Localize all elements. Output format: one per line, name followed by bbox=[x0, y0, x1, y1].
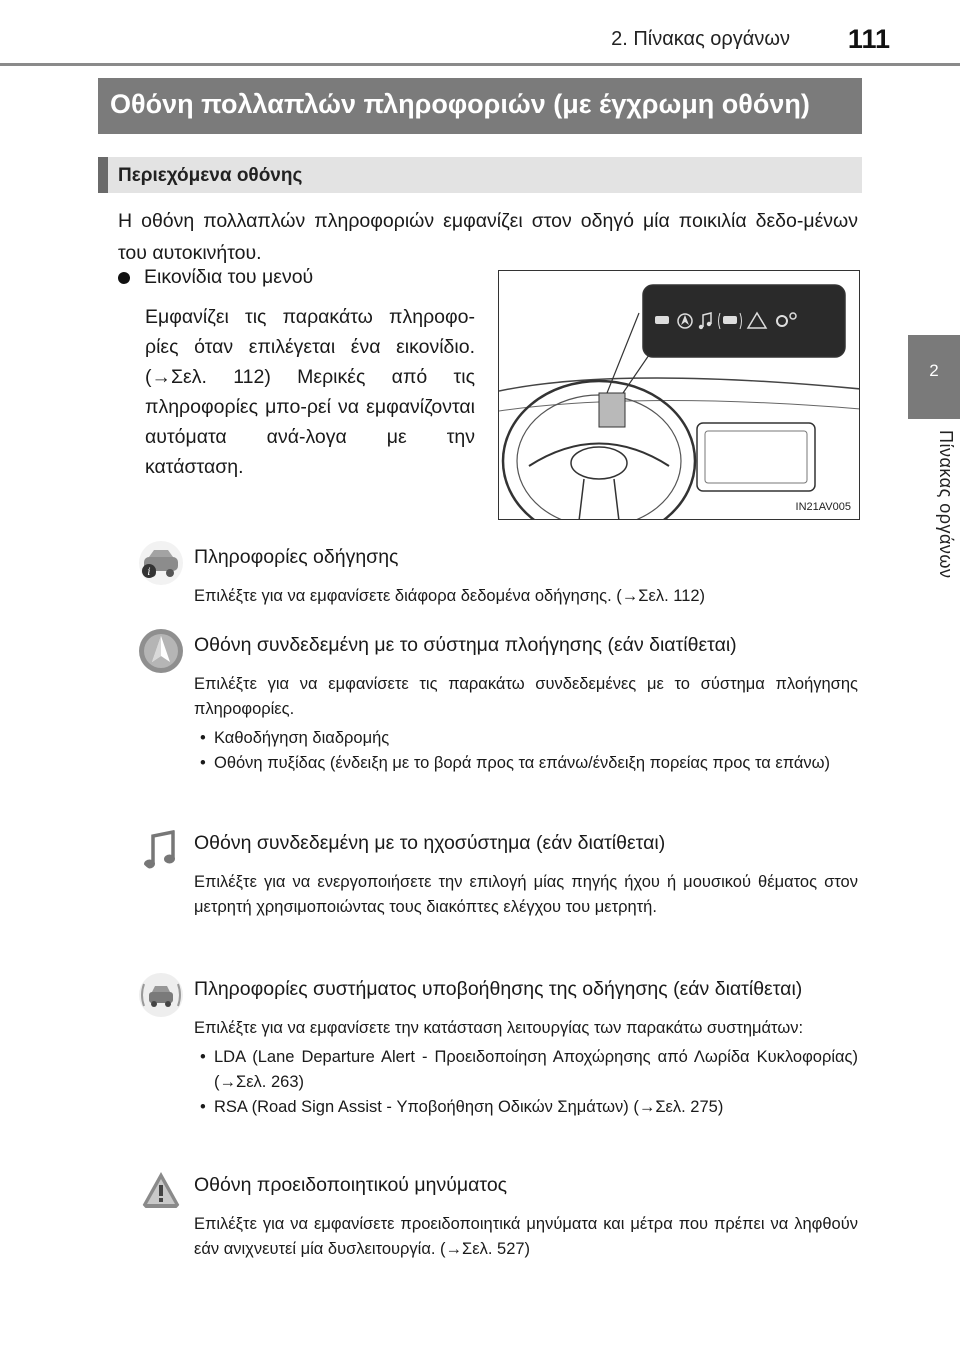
section-heading: Περιεχόμενα οθόνης bbox=[118, 165, 303, 186]
navigation-icon bbox=[139, 629, 183, 673]
driving-info-icon: i bbox=[139, 541, 183, 585]
item-driving-info-desc: Επιλέξτε για να εμφανίσετε διάφορα δεδομ… bbox=[194, 584, 858, 609]
item-driving-assist-list: LDA (Lane Departure Alert - Προειδοποίησ… bbox=[194, 1045, 858, 1120]
item-desc-text: Επιλέξτε για να εμφανίσετε τις παρακάτω … bbox=[194, 675, 858, 718]
page-number: 111 bbox=[847, 24, 890, 54]
section-heading-band: Περιεχόμενα οθόνης bbox=[98, 157, 862, 193]
item-audio-desc: Επιλέξτε για να ενεργοποιήσετε την επιλο… bbox=[194, 870, 858, 920]
warning-icon bbox=[141, 1172, 181, 1208]
item-warning-desc: Επιλέξτε για να εμφανίσετε προειδοποιητι… bbox=[194, 1212, 858, 1262]
dashboard-illustration: IN21AV005 bbox=[498, 270, 860, 520]
illustration-code: IN21AV005 bbox=[795, 501, 851, 513]
intro-paragraph: Η οθόνη πολλαπλών πληροφοριών εμφανίζει … bbox=[118, 210, 858, 264]
chapter-tab-number: 2 bbox=[929, 361, 939, 380]
item-desc-text: Επιλέξτε για να εμφανίσετε διάφορα δεδομ… bbox=[194, 587, 706, 605]
svg-text:i: i bbox=[147, 567, 150, 578]
item-navigation-title: Οθόνη συνδεδεμένη με το σύστημα πλοήγηση… bbox=[194, 634, 737, 656]
menu-icons-body: Εμφανίζει τις παρακάτω πληροφο-ρίες όταν… bbox=[145, 306, 475, 478]
page-title-band: Οθόνη πολλαπλών πληροφοριών (με έγχρωμη … bbox=[98, 78, 862, 134]
list-item: RSA (Road Sign Assist - Υποβοήθηση Οδικώ… bbox=[194, 1095, 858, 1120]
page-title: Οθόνη πολλαπλών πληροφοριών (με έγχρωμη … bbox=[110, 89, 810, 119]
item-desc-text: Επιλέξτε για να ενεργοποιήσετε την επιλο… bbox=[194, 873, 858, 916]
item-audio-title: Οθόνη συνδεδεμένη με το ηχοσύστημα (εάν … bbox=[194, 832, 666, 854]
chapter-title: 2. Πίνακας οργάνων bbox=[611, 28, 790, 50]
list-item: LDA (Lane Departure Alert - Προειδοποίησ… bbox=[194, 1045, 858, 1095]
item-warning-title: Οθόνη προειδοποιητικού μηνύματος bbox=[194, 1174, 508, 1196]
item-navigation-list: Καθοδήγηση διαδρομής Οθόνη πυξίδας (ένδε… bbox=[194, 726, 858, 776]
chapter-tab-label: Πίνακας οργάνων bbox=[936, 430, 956, 579]
audio-icon bbox=[144, 829, 175, 869]
item-desc-text: Επιλέξτε για να εμφανίσετε προειδοποιητι… bbox=[194, 1215, 858, 1258]
item-driving-assist-title: Πληροφορίες συστήματος υποβοήθησης της ο… bbox=[194, 978, 803, 1000]
section-heading-accent bbox=[98, 157, 108, 193]
dashboard-drawing bbox=[499, 284, 859, 519]
menu-icons-heading: Εικονίδια του μενού bbox=[118, 266, 313, 289]
list-item: Καθοδήγηση διαδρομής bbox=[194, 726, 858, 751]
menu-icons-heading-text: Εικονίδια του μενού bbox=[144, 266, 314, 288]
list-item: Οθόνη πυξίδας (ένδειξη με το βορά προς τ… bbox=[194, 751, 858, 776]
header-divider bbox=[0, 63, 960, 66]
item-driving-assist-desc: Επιλέξτε για να εμφανίσετε την κατάσταση… bbox=[194, 1016, 858, 1120]
item-desc-text: Επιλέξτε για να εμφανίσετε την κατάσταση… bbox=[194, 1019, 804, 1037]
item-navigation-desc: Επιλέξτε για να εμφανίσετε τις παρακάτω … bbox=[194, 672, 858, 776]
chapter-tab: 2 bbox=[908, 335, 960, 419]
bullet-dot-icon bbox=[118, 271, 130, 284]
driving-assist-icon bbox=[139, 973, 183, 1017]
item-driving-info-title: Πληροφορίες οδήγησης bbox=[194, 546, 399, 568]
